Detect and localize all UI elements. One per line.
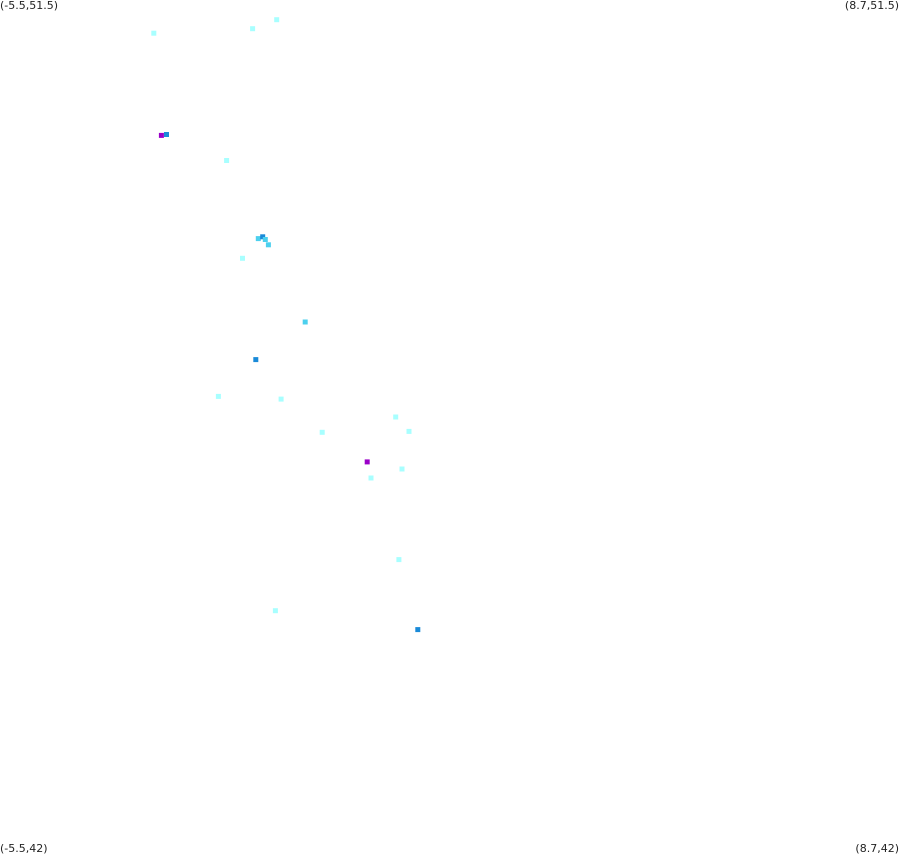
map-point-13 [215,393,221,399]
map-point-6 [255,236,261,242]
map-point-9 [265,242,271,248]
map-point-5 [224,158,230,163]
map-point-14 [278,396,284,402]
map-point-17 [406,428,412,434]
map-point-8 [262,237,268,242]
top-right-coordinate-label: (8.7,51.5) [844,0,899,12]
map-point-7 [260,234,266,240]
map-point-11 [302,319,308,325]
points-layer [151,17,421,633]
map-point-22 [272,608,278,614]
map-point-10 [240,255,245,261]
top-left-coordinate-label: (-5.5,51.5) [0,0,59,12]
map-point-18 [364,459,370,465]
map-point-23 [415,627,421,633]
bottom-right-coordinate-label: (8.7,42) [855,842,899,855]
map-point-19 [399,466,405,472]
map-point-20 [368,475,374,481]
map-point-15 [319,429,325,435]
map-point-0 [151,30,157,36]
bottom-left-coordinate-label: (-5.5,42) [0,842,48,855]
map-point-16 [393,414,399,420]
map-point-1 [250,26,256,32]
map-point-21 [396,557,402,563]
map-point-4 [164,132,169,137]
map-point-3 [158,132,164,138]
map-point-2 [274,17,280,23]
map-point-12 [253,357,259,363]
